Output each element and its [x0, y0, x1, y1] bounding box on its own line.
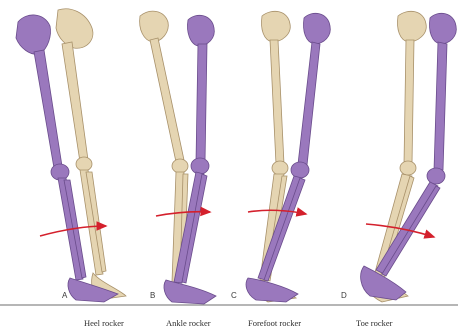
- caption-forefoot-rocker: Forefoot rocker: [248, 318, 301, 328]
- panel-ankle-rocker: [140, 11, 216, 304]
- contralateral-leg: [56, 9, 126, 300]
- panel-forefoot-rocker: [246, 11, 330, 302]
- stance-leg: [164, 15, 216, 304]
- panel-toe-rocker: [361, 11, 457, 302]
- contralateral-leg: [140, 11, 204, 302]
- panel-heel-rocker: [16, 9, 126, 302]
- caption-heel-rocker: Heel rocker: [84, 318, 124, 328]
- panel-letter-b: B: [150, 291, 156, 300]
- stance-leg: [246, 13, 330, 302]
- panel-letter-d: D: [341, 291, 347, 300]
- panel-letter-c: C: [231, 291, 237, 300]
- panel-letter-a: A: [62, 291, 68, 300]
- caption-ankle-rocker: Ankle rocker: [166, 318, 211, 328]
- caption-toe-rocker: Toe rocker: [356, 318, 392, 328]
